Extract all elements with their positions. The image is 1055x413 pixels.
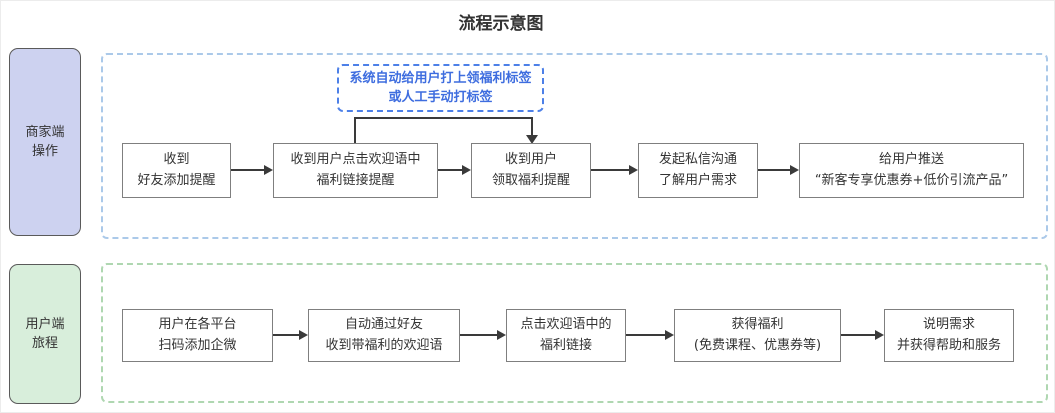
step-received-friend-add: 收到 好友添加提醒 <box>122 143 231 198</box>
step-received-benefit-claim: 收到用户 领取福利提醒 <box>471 143 591 198</box>
page-title: 流程示意图 <box>458 14 544 34</box>
flow-arrow <box>841 330 884 340</box>
step-get-benefit: 获得福利 (免费课程、优惠券等) <box>674 309 841 362</box>
user-lane-container <box>101 263 1048 403</box>
flow-arrow <box>591 165 638 175</box>
flow-arrow <box>626 330 674 340</box>
step-auto-accept-welcome: 自动通过好友 收到带福利的欢迎语 <box>308 309 460 362</box>
step-push-coupon: 给用户推送 “新客专享优惠券+低价引流产品” <box>799 143 1024 198</box>
step-received-link-click: 收到用户点击欢迎语中 福利链接提醒 <box>273 143 438 198</box>
step-click-benefit-link: 点击欢迎语中的 福利链接 <box>506 309 626 362</box>
elbow-connector-right <box>531 117 533 136</box>
flow-arrow <box>460 330 506 340</box>
step-state-needs: 说明需求 并获得帮助和服务 <box>884 309 1014 362</box>
step-start-private-chat: 发起私信沟通 了解用户需求 <box>638 143 758 198</box>
lane-label-merchant: 商家端 操作 <box>9 48 81 236</box>
elbow-connector-arrowhead <box>526 135 538 144</box>
flow-arrow <box>758 165 799 175</box>
elbow-connector-horizontal <box>354 117 533 119</box>
merchant-lane-container <box>101 53 1048 239</box>
auto-tag-callout: 系统自动给用户打上领福利标签 或人工手动打标签 <box>337 64 544 112</box>
flow-arrow <box>231 165 273 175</box>
flow-arrow <box>273 330 308 340</box>
flow-arrow <box>438 165 471 175</box>
lane-label-user: 用户端 旅程 <box>9 264 81 404</box>
step-scan-add-wecom: 用户在各平台 扫码添加企微 <box>122 309 273 362</box>
elbow-connector-left <box>354 117 356 144</box>
